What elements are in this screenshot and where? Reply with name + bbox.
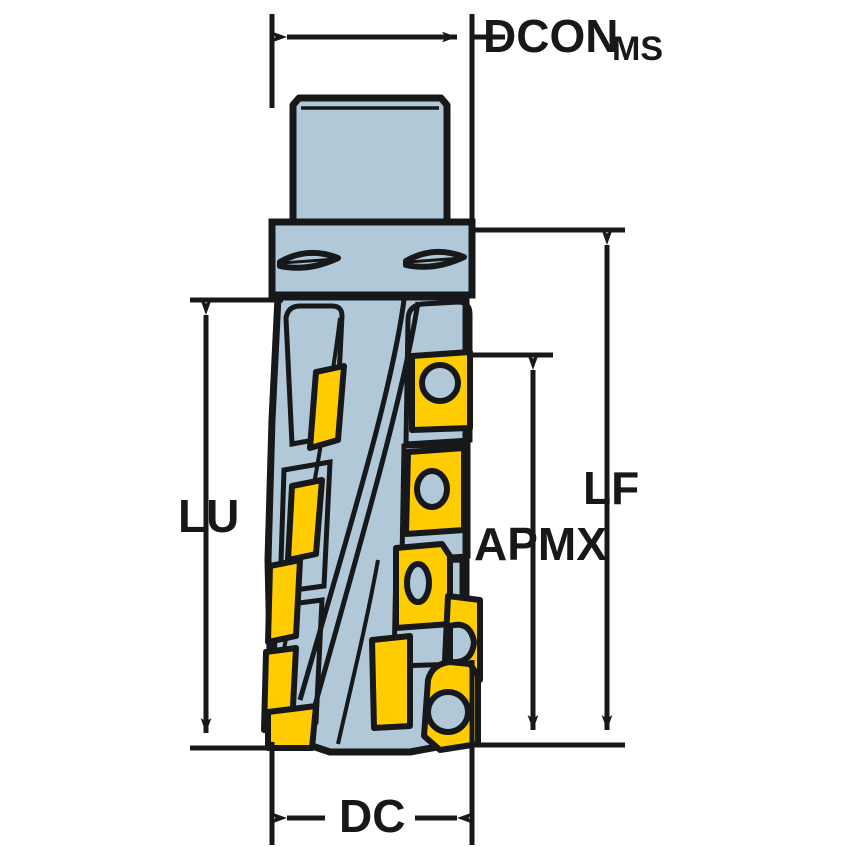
carbide-inserts-right <box>369 349 483 753</box>
dimension-lu <box>190 297 283 751</box>
carbide-insert <box>265 703 319 751</box>
carbide-insert-group <box>421 659 481 753</box>
dimension-dc <box>269 660 475 845</box>
carbide-insert <box>307 363 347 451</box>
carbide-insert <box>285 477 325 563</box>
insert-screw-hole <box>419 362 461 404</box>
insert-screw-hole <box>414 468 450 510</box>
shank <box>289 94 451 226</box>
insert-screw-hole <box>425 689 471 735</box>
drive-slot-right-line <box>407 256 463 264</box>
carbide-inserts-left <box>261 363 347 751</box>
label-dcon-ms-subscript: MS <box>612 30 663 68</box>
shank-body <box>289 94 451 226</box>
pocket-outline <box>399 441 471 563</box>
cutter-body <box>261 293 483 756</box>
carbide-insert-group <box>403 445 467 537</box>
drive-slot-left-line <box>281 257 337 265</box>
dimension-apmx <box>470 352 553 748</box>
label-dc-text: DC <box>339 790 405 842</box>
dimension-dcon-ms <box>269 14 505 230</box>
carbide-insert-group <box>393 541 453 631</box>
collar <box>268 218 476 299</box>
carbide-insert <box>369 633 413 731</box>
label-dcon-ms-text: DCON <box>483 10 618 62</box>
helical-flute <box>309 301 421 717</box>
label-apmx-text: APMX <box>474 518 607 570</box>
insert-screw-hole <box>404 561 432 605</box>
label-lu-text: LU <box>178 490 239 542</box>
pocket-outline <box>403 299 473 447</box>
carbide-insert-group <box>409 349 473 433</box>
pocket-outline <box>283 303 345 447</box>
carbide-insert <box>265 557 303 645</box>
helical-flute <box>336 559 380 745</box>
dimension-labels: DCON MS LF APMX LU DC <box>178 10 663 842</box>
pocket-outline <box>277 459 333 595</box>
label-dcon-ms: DCON MS <box>483 10 663 68</box>
label-lf-text: LF <box>583 462 639 514</box>
dimension-lines <box>190 14 625 845</box>
drive-slot-right <box>403 248 467 270</box>
drive-slot-left <box>277 249 341 271</box>
insert-screw-hole <box>447 621 478 666</box>
tool-geometry <box>261 94 483 756</box>
